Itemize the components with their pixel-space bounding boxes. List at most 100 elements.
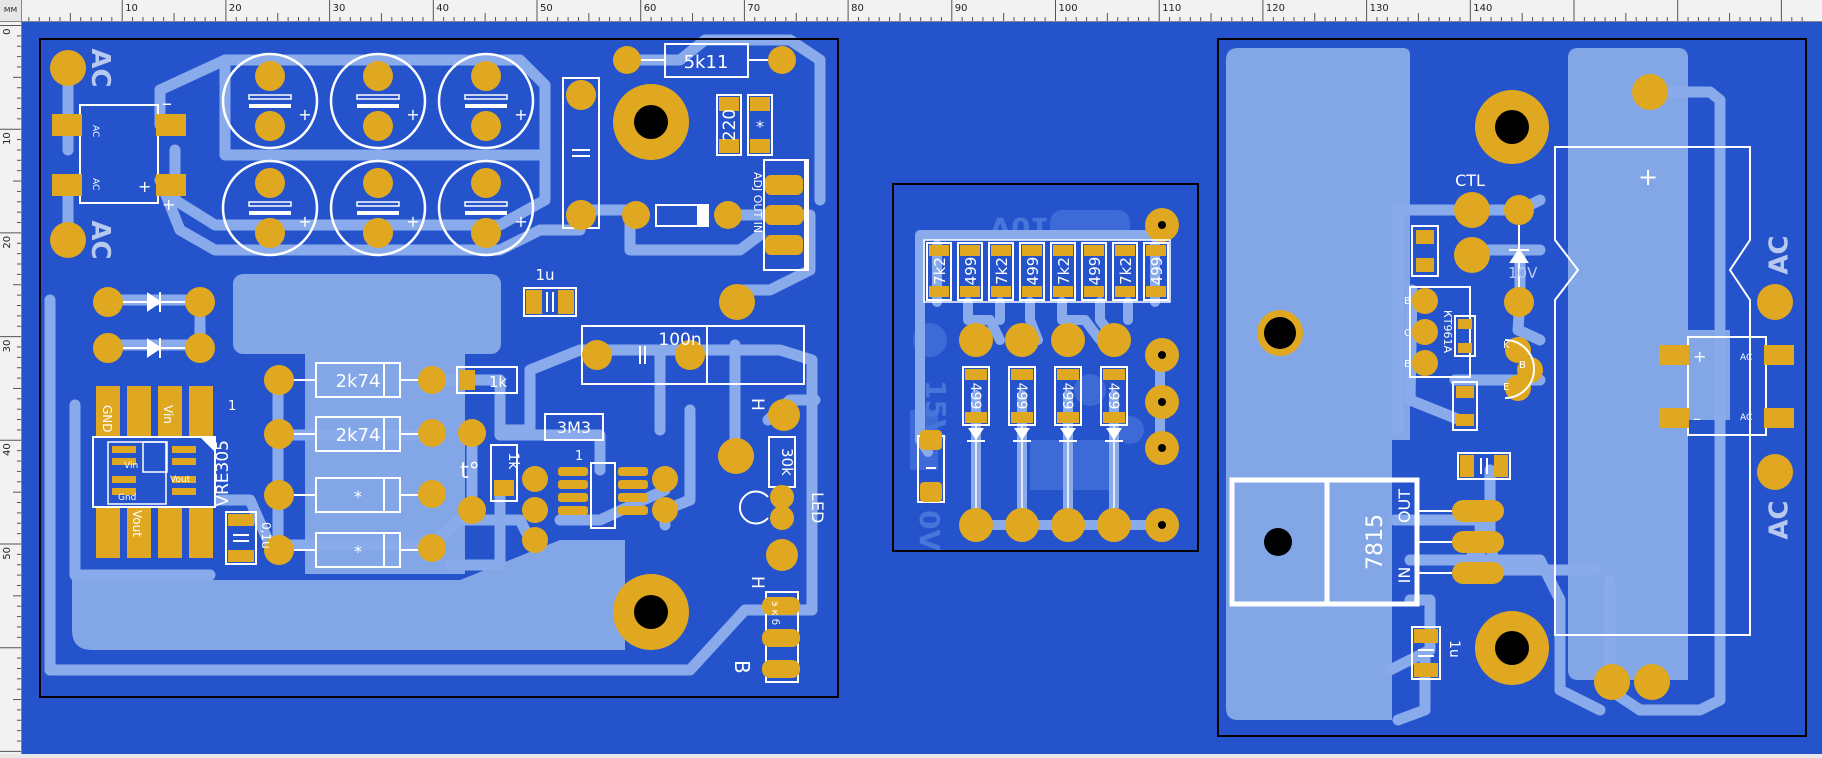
- smd-pad[interactable]: [960, 286, 980, 297]
- cap-pad[interactable]: [471, 111, 501, 141]
- resistor-pad[interactable]: [613, 46, 641, 74]
- cap-pad[interactable]: [471, 218, 501, 248]
- bulk-capacitor-right[interactable]: +: [1554, 74, 1751, 700]
- divider-resistor[interactable]: 499: [1081, 242, 1107, 301]
- pad-ac-bottom[interactable]: [50, 222, 86, 258]
- resistor-pad[interactable]: [264, 365, 294, 395]
- diode-pad[interactable]: [714, 201, 742, 229]
- pad-round[interactable]: [719, 284, 755, 320]
- cap-pad[interactable]: [255, 218, 285, 248]
- smd-pad[interactable]: [1416, 230, 1434, 244]
- resistor-5k11[interactable]: 5k11: [613, 43, 796, 78]
- cap-pad[interactable]: [471, 61, 501, 91]
- pad-ac-bottom-right[interactable]: [1757, 454, 1793, 490]
- smd-pad[interactable]: [1057, 369, 1079, 380]
- led-pad[interactable]: [770, 506, 794, 530]
- smd-pad[interactable]: [929, 286, 949, 297]
- cap-pad[interactable]: [255, 168, 285, 198]
- smd-pad[interactable]: [991, 245, 1011, 256]
- smd-pad[interactable]: [1084, 245, 1104, 256]
- diode-smd-mid[interactable]: [917, 430, 945, 503]
- ic-via[interactable]: [522, 527, 548, 553]
- smd-pad[interactable]: [1146, 245, 1166, 256]
- smd-pad[interactable]: [1115, 245, 1135, 256]
- board-mid[interactable]: 10V 15V 0V: [892, 183, 1199, 552]
- bridge-pad[interactable]: [52, 114, 82, 136]
- diode-pad[interactable]: [185, 287, 215, 317]
- electrolytic-capacitor[interactable]: +: [437, 159, 535, 257]
- smd-pad[interactable]: [1011, 412, 1033, 423]
- cap-pad[interactable]: [1494, 455, 1508, 477]
- smd-pad[interactable]: [719, 97, 739, 111]
- resistor-pad[interactable]: [264, 419, 294, 449]
- smd-pad[interactable]: [965, 412, 987, 423]
- smd-pad[interactable]: [1011, 369, 1033, 380]
- ic-via[interactable]: [652, 497, 678, 523]
- cap-pad[interactable]: [363, 61, 393, 91]
- cap-pad[interactable]: [363, 218, 393, 248]
- smd-pad[interactable]: [1456, 386, 1474, 398]
- pad-round[interactable]: [1051, 323, 1085, 357]
- smd-pad[interactable]: [1146, 286, 1166, 297]
- smd-pad[interactable]: [1416, 258, 1434, 272]
- smd-pad[interactable]: [750, 97, 770, 111]
- bulk-cap-pad[interactable]: [1632, 74, 1668, 110]
- pad-round[interactable]: [959, 323, 993, 357]
- resistor-pad[interactable]: [264, 480, 294, 510]
- cap-pad[interactable]: [1460, 455, 1474, 477]
- bridge-rectifier-right[interactable]: + – AC AC: [1659, 336, 1794, 436]
- transistor-pad[interactable]: [762, 597, 800, 615]
- smd-pad[interactable]: [494, 480, 514, 496]
- bridge-rectifier-left[interactable]: AC AC – + +: [52, 91, 186, 214]
- film-cap-pad[interactable]: [566, 80, 596, 110]
- bridge-pad[interactable]: [156, 174, 186, 196]
- cap-pad[interactable]: [471, 168, 501, 198]
- cap-pad[interactable]: [1414, 629, 1438, 643]
- capacitor-100n[interactable]: 100n: [581, 325, 805, 385]
- transistor2-pad[interactable]: [1505, 337, 1531, 363]
- divider-column[interactable]: 499: [1097, 366, 1131, 542]
- transistor-pad[interactable]: [762, 629, 800, 647]
- pcb-layout[interactable]: AC AC AC AC – + + ++++++: [22, 22, 1822, 754]
- divider-column[interactable]: 499: [1051, 366, 1085, 542]
- pad-round[interactable]: [1005, 323, 1039, 357]
- cap-pad[interactable]: [675, 340, 705, 370]
- pad-round[interactable]: [1097, 323, 1131, 357]
- smd-pad[interactable]: [1053, 286, 1073, 297]
- smd-pad[interactable]: [1053, 245, 1073, 256]
- bridge-pad[interactable]: [52, 174, 82, 196]
- precision-resistor[interactable]: *: [264, 532, 418, 568]
- diode-pad[interactable]: [93, 333, 123, 363]
- board-left[interactable]: AC AC AC AC – + + ++++++: [39, 34, 839, 698]
- ic-pads[interactable]: [558, 467, 648, 515]
- transistor-pad[interactable]: [1412, 350, 1438, 376]
- zener-pad[interactable]: [1504, 195, 1534, 225]
- opamp-so8[interactable]: 1: [522, 449, 678, 553]
- bridge-pad[interactable]: [156, 114, 186, 136]
- ic-via[interactable]: [652, 466, 678, 492]
- electrolytic-capacitor[interactable]: +: [437, 52, 535, 150]
- film-cap-pad[interactable]: [566, 200, 596, 230]
- transistor-pad[interactable]: [1412, 319, 1438, 345]
- precision-resistor[interactable]: *: [264, 477, 418, 513]
- pad-round[interactable]: [959, 508, 993, 542]
- resistor-pad[interactable]: [264, 535, 294, 565]
- cap-pad[interactable]: [228, 550, 254, 562]
- smd-pad[interactable]: [991, 286, 1011, 297]
- diode-horizontal[interactable]: [622, 201, 742, 229]
- divider-resistor[interactable]: 7k2: [1112, 242, 1138, 301]
- pcb-canvas[interactable]: AC AC AC AC – + + ++++++: [22, 22, 1822, 754]
- cap-pad[interactable]: [582, 340, 612, 370]
- smd-pad[interactable]: [929, 245, 949, 256]
- film-capacitor-vertical[interactable]: [562, 77, 600, 230]
- pad-round[interactable]: [418, 419, 446, 447]
- bridge-pad[interactable]: [1659, 345, 1689, 365]
- cap-pad[interactable]: [1458, 343, 1472, 353]
- diode-pad[interactable]: [93, 287, 123, 317]
- divider-column[interactable]: 499: [959, 366, 993, 542]
- led-column[interactable]: 30k LED H H э к б B: [718, 398, 827, 683]
- bridge-pad[interactable]: [1764, 408, 1794, 428]
- smd-pad[interactable]: [1022, 245, 1042, 256]
